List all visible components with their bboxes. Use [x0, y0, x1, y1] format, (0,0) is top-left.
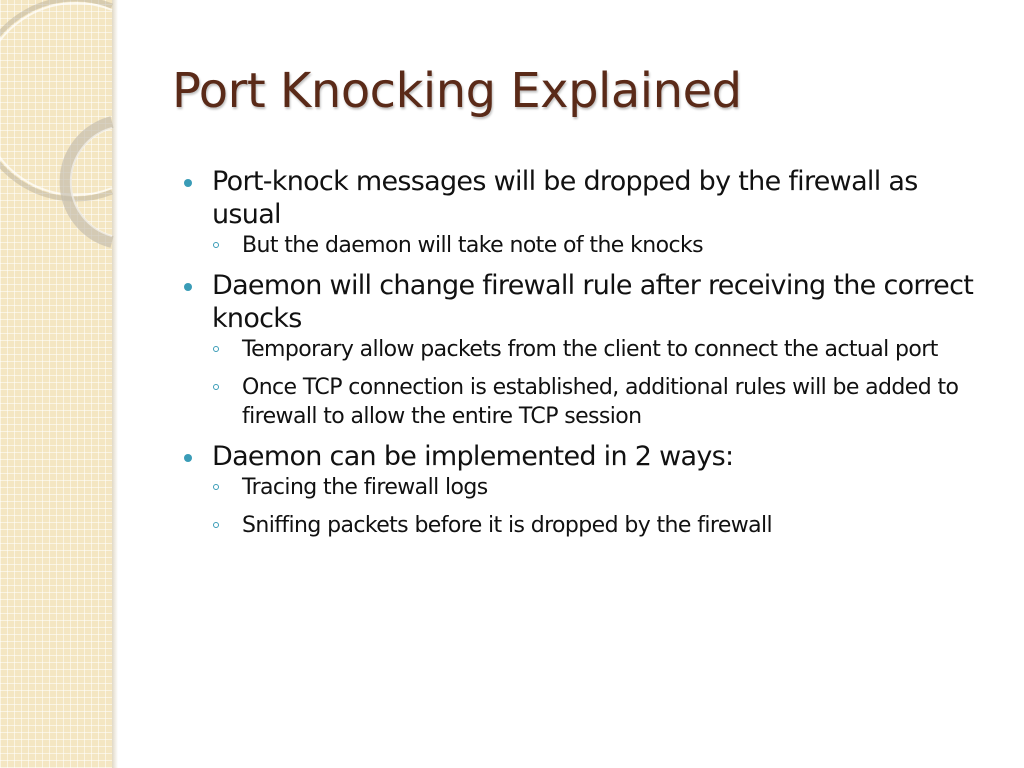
sub-bullet-text: Temporary allow packets from the client … [242, 337, 938, 362]
bullet-item: Daemon will change firewall rule after r… [182, 269, 982, 431]
decorative-side-panel [0, 0, 112, 768]
sub-bullet-item: Temporary allow packets from the client … [212, 335, 982, 364]
bullet-text: Daemon can be implemented in 2 ways: [212, 441, 734, 472]
sub-bullet-item: Sniffing packets before it is dropped by… [212, 511, 982, 540]
bullet-item: Port-knock messages will be dropped by t… [182, 165, 982, 260]
sub-bullet-item: Once TCP connection is established, addi… [212, 373, 982, 431]
bullet-ring-icon [213, 242, 219, 248]
bullet-ring-icon [213, 484, 219, 490]
bullet-list: Port-knock messages will be dropped by t… [182, 165, 982, 540]
sub-bullet-item: Tracing the firewall logs [212, 473, 982, 502]
side-panel-edge-shadow [112, 0, 118, 768]
sub-bullet-list: Temporary allow packets from the client … [212, 335, 982, 431]
bullet-ring-icon [213, 346, 219, 352]
sub-bullet-text: But the daemon will take note of the kno… [242, 233, 704, 258]
sub-bullet-text: Once TCP connection is established, addi… [242, 375, 959, 429]
bullet-text: Port-knock messages will be dropped by t… [212, 166, 918, 230]
sub-bullet-text: Tracing the firewall logs [242, 475, 488, 500]
bullet-dot-icon [184, 179, 192, 187]
bullet-item: Daemon can be implemented in 2 ways: Tra… [182, 440, 982, 540]
sub-bullet-item: But the daemon will take note of the kno… [212, 231, 982, 260]
slide-body: Port-knock messages will be dropped by t… [182, 165, 982, 549]
sub-bullet-list: But the daemon will take note of the kno… [212, 231, 982, 260]
bullet-ring-icon [213, 522, 219, 528]
bullet-ring-icon [213, 384, 219, 390]
slide-title: Port Knocking Explained [172, 63, 742, 119]
bullet-dot-icon [184, 454, 192, 462]
bullet-dot-icon [184, 283, 192, 291]
sub-bullet-list: Tracing the firewall logs Sniffing packe… [212, 473, 982, 540]
sub-bullet-text: Sniffing packets before it is dropped by… [242, 513, 773, 538]
bullet-text: Daemon will change firewall rule after r… [212, 270, 974, 334]
